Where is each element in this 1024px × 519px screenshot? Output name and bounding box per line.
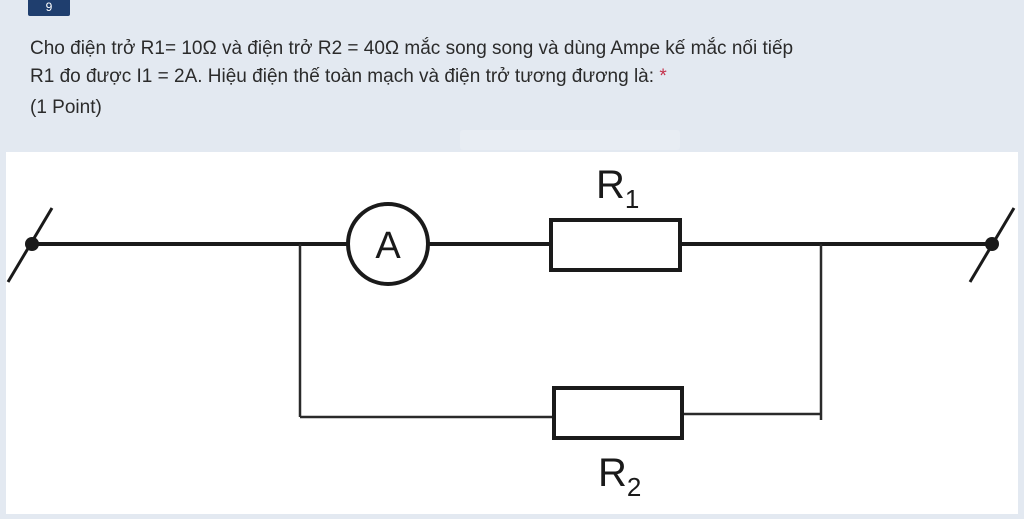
required-mark: *: [659, 66, 667, 87]
question-text-line1: Cho điện trở R1= 10Ω và điện trở R2 = 40…: [30, 38, 794, 59]
image-hover-hint: [460, 130, 680, 150]
question-image: A R1 R2: [6, 152, 1018, 514]
question-text: Cho điện trở R1= 10Ω và điện trở R2 = 40…: [30, 35, 990, 91]
resistor-r2: [552, 386, 684, 440]
left-terminal-tick: [6, 207, 54, 283]
resistor-r1: [549, 218, 682, 272]
circuit-diagram: A R1 R2: [6, 163, 1016, 502]
ammeter-symbol: [346, 202, 430, 286]
ammeter-label: A: [375, 225, 401, 267]
question-text-line2: R1 đo được I1 = 2A. Hiệu điện thế toàn m…: [30, 66, 660, 87]
question-points: (1 Point): [30, 97, 102, 118]
r1-label: R1: [596, 163, 639, 214]
r2-label: R2: [598, 451, 641, 502]
right-terminal-tick: [968, 207, 1016, 283]
question-number-badge: 9: [28, 0, 70, 16]
